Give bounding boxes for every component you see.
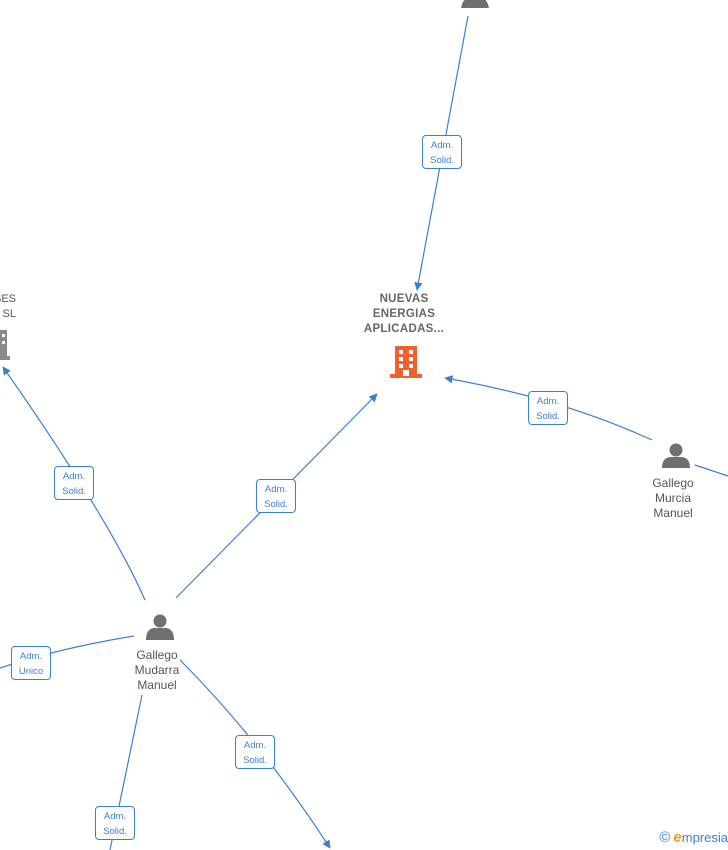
edge-label-line: Solid. [103, 826, 127, 837]
company-label-main[interactable]: NUEVAS ENERGIAS APLICADAS... [354, 292, 454, 337]
edge-label-line: Adm. [430, 140, 454, 151]
person-label-line: Murcia [654, 491, 691, 505]
edge-label-line: Adm. [62, 471, 86, 482]
company-label-line: SL [2, 308, 16, 320]
edge-label-line: Solid. [243, 755, 267, 766]
company-label-line: NUEVAS [379, 293, 429, 305]
edge-label-mudarra-bottom-left[interactable]: Adm. Solid. [95, 806, 135, 840]
edge-label-line: Solid. [430, 155, 454, 166]
edge-label-line: Solid. [264, 499, 288, 510]
company-label-line: APLICADAS... [363, 323, 445, 335]
building-icon-left[interactable] [0, 330, 10, 360]
edge-label-mudarra-unico[interactable]: Adm. Unico [11, 646, 51, 680]
edge-label-line: Adm. [243, 740, 267, 751]
edge-label-murcia-main[interactable]: Adm. Solid. [528, 391, 568, 425]
brand-initial: e [673, 829, 682, 846]
edge-label-line: Solid. [536, 411, 560, 422]
person-label-line: Gallego [136, 648, 178, 662]
person-label-line: Manuel [137, 678, 177, 692]
company-label-line: SES [0, 293, 16, 305]
empresia-logo: ©empresia [659, 829, 728, 846]
edge-label-mudarra-bottom-right[interactable]: Adm. Solid. [235, 735, 275, 769]
copyright-icon: © [659, 829, 671, 846]
person-label-line: Mudarra [134, 663, 180, 677]
edge-label-top[interactable]: Adm. Solid. [422, 135, 462, 169]
person-icon-top[interactable] [461, 0, 489, 8]
edge-label-line: Unico [18, 666, 44, 677]
edge-label-mudarra-left[interactable]: Adm. Solid. [54, 466, 94, 500]
edge-murcia-right [694, 464, 728, 477]
brand-name: mpresia [681, 830, 728, 845]
edge-label-line: Solid. [62, 486, 86, 497]
person-icon-murcia[interactable] [662, 443, 690, 469]
company-label-left[interactable]: SES SL [0, 292, 20, 322]
person-label-line: Gallego [652, 476, 694, 490]
person-label-murcia[interactable]: Gallego Murcia Manuel [638, 476, 708, 521]
edge-label-line: Adm. [264, 484, 288, 495]
person-label-line: Manuel [653, 506, 693, 520]
edge-label-line: Adm. [536, 396, 560, 407]
person-icon-mudarra[interactable] [146, 614, 174, 641]
building-icon-main[interactable] [390, 346, 422, 378]
person-label-mudarra[interactable]: Gallego Mudarra Manuel [121, 648, 193, 693]
edge-label-mudarra-main[interactable]: Adm. Solid. [256, 479, 296, 513]
edge-label-line: Adm. [103, 811, 127, 822]
company-label-line: ENERGIAS [372, 308, 436, 320]
edge-mudarra-to-left-company [2, 366, 146, 601]
edge-label-line: Adm. [19, 651, 43, 662]
